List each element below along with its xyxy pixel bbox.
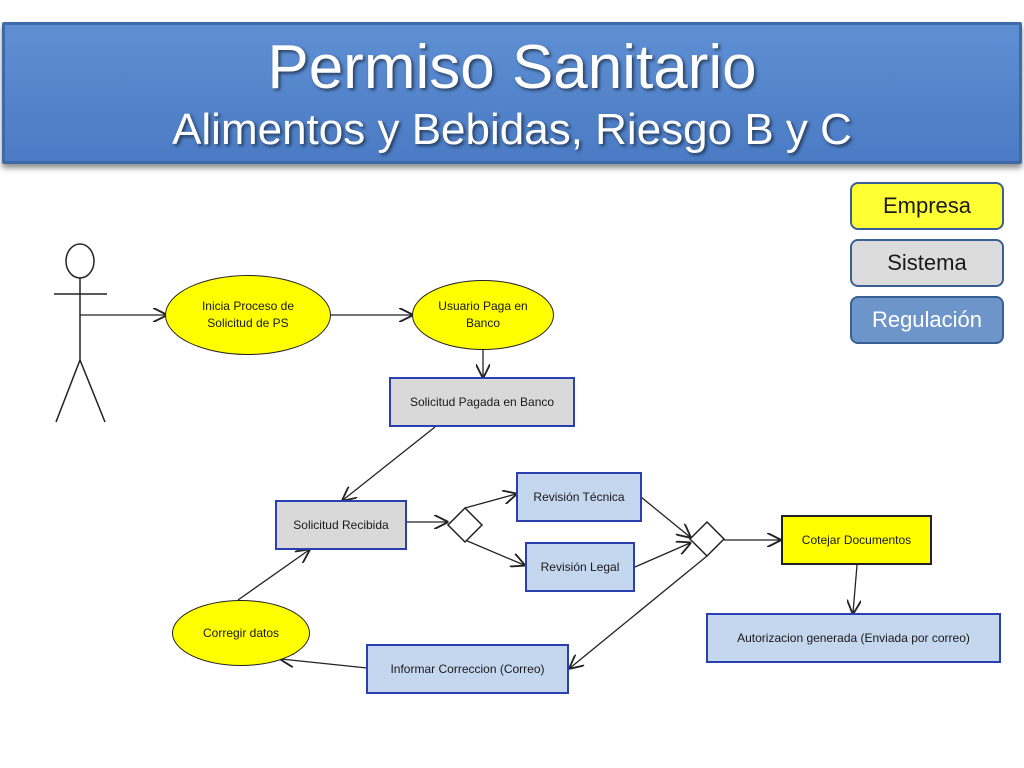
- node-inicia-proceso: Inicia Proceso de Solicitud de PS: [165, 275, 331, 355]
- node-solicitud-recibida-label: Solicitud Recibida: [293, 517, 389, 532]
- node-autorizacion-generada-label: Autorizacion generada (Enviada por corre…: [737, 630, 970, 645]
- edge-decision-tecnica: [464, 494, 516, 509]
- node-revision-legal-label: Revisión Legal: [540, 559, 620, 574]
- legend-regulacion: Regulación: [850, 296, 1004, 344]
- node-revision-tecnica: Revisión Técnica: [516, 472, 642, 522]
- node-cotejar-documentos: Cotejar Documentos: [781, 515, 932, 565]
- node-cotejar-documentos-label: Cotejar Documentos: [801, 532, 912, 547]
- legend-sistema: Sistema: [850, 239, 1004, 287]
- node-usuario-paga: Usuario Paga en Banco: [412, 280, 554, 350]
- node-autorizacion-generada: Autorizacion generada (Enviada por corre…: [706, 613, 1001, 663]
- edge-pagada-recibida: [343, 426, 436, 500]
- title-banner: Permiso Sanitario Alimentos y Bebidas, R…: [2, 22, 1022, 164]
- node-inicia-proceso-label: Inicia Proceso de Solicitud de PS: [201, 299, 295, 330]
- decision-diamond-join: [688, 520, 726, 558]
- legend-empresa: Empresa: [850, 182, 1004, 230]
- node-solicitud-pagada: Solicitud Pagada en Banco: [389, 377, 575, 427]
- edge-legal-join: [634, 543, 690, 568]
- node-usuario-paga-label: Usuario Paga en Banco: [438, 299, 528, 330]
- page-subtitle: Alimentos y Bebidas, Riesgo B y C: [172, 105, 852, 154]
- node-revision-tecnica-label: Revisión Técnica: [533, 489, 625, 504]
- edge-corregir-recibida: [237, 550, 309, 601]
- node-solicitud-pagada-label: Solicitud Pagada en Banco: [409, 394, 555, 409]
- decision-diamond-split: [446, 506, 484, 544]
- node-solicitud-recibida: Solicitud Recibida: [275, 500, 407, 550]
- node-revision-legal: Revisión Legal: [525, 542, 635, 592]
- node-corregir-datos-label: Corregir datos: [202, 625, 280, 640]
- edge-informar-corregir: [281, 659, 368, 669]
- node-informar-correccion: Informar Correccion (Correo): [366, 644, 569, 694]
- edge-tecnica-join: [640, 496, 690, 537]
- edge-join-informar: [570, 555, 708, 668]
- node-corregir-datos: Corregir datos: [172, 600, 310, 666]
- edge-cotejar-autorizacion: [853, 564, 857, 613]
- node-informar-correccion-label: Informar Correccion (Correo): [390, 661, 545, 676]
- actor-icon: [54, 243, 107, 423]
- edge-decision-legal: [464, 539, 524, 565]
- page-title: Permiso Sanitario: [267, 33, 757, 102]
